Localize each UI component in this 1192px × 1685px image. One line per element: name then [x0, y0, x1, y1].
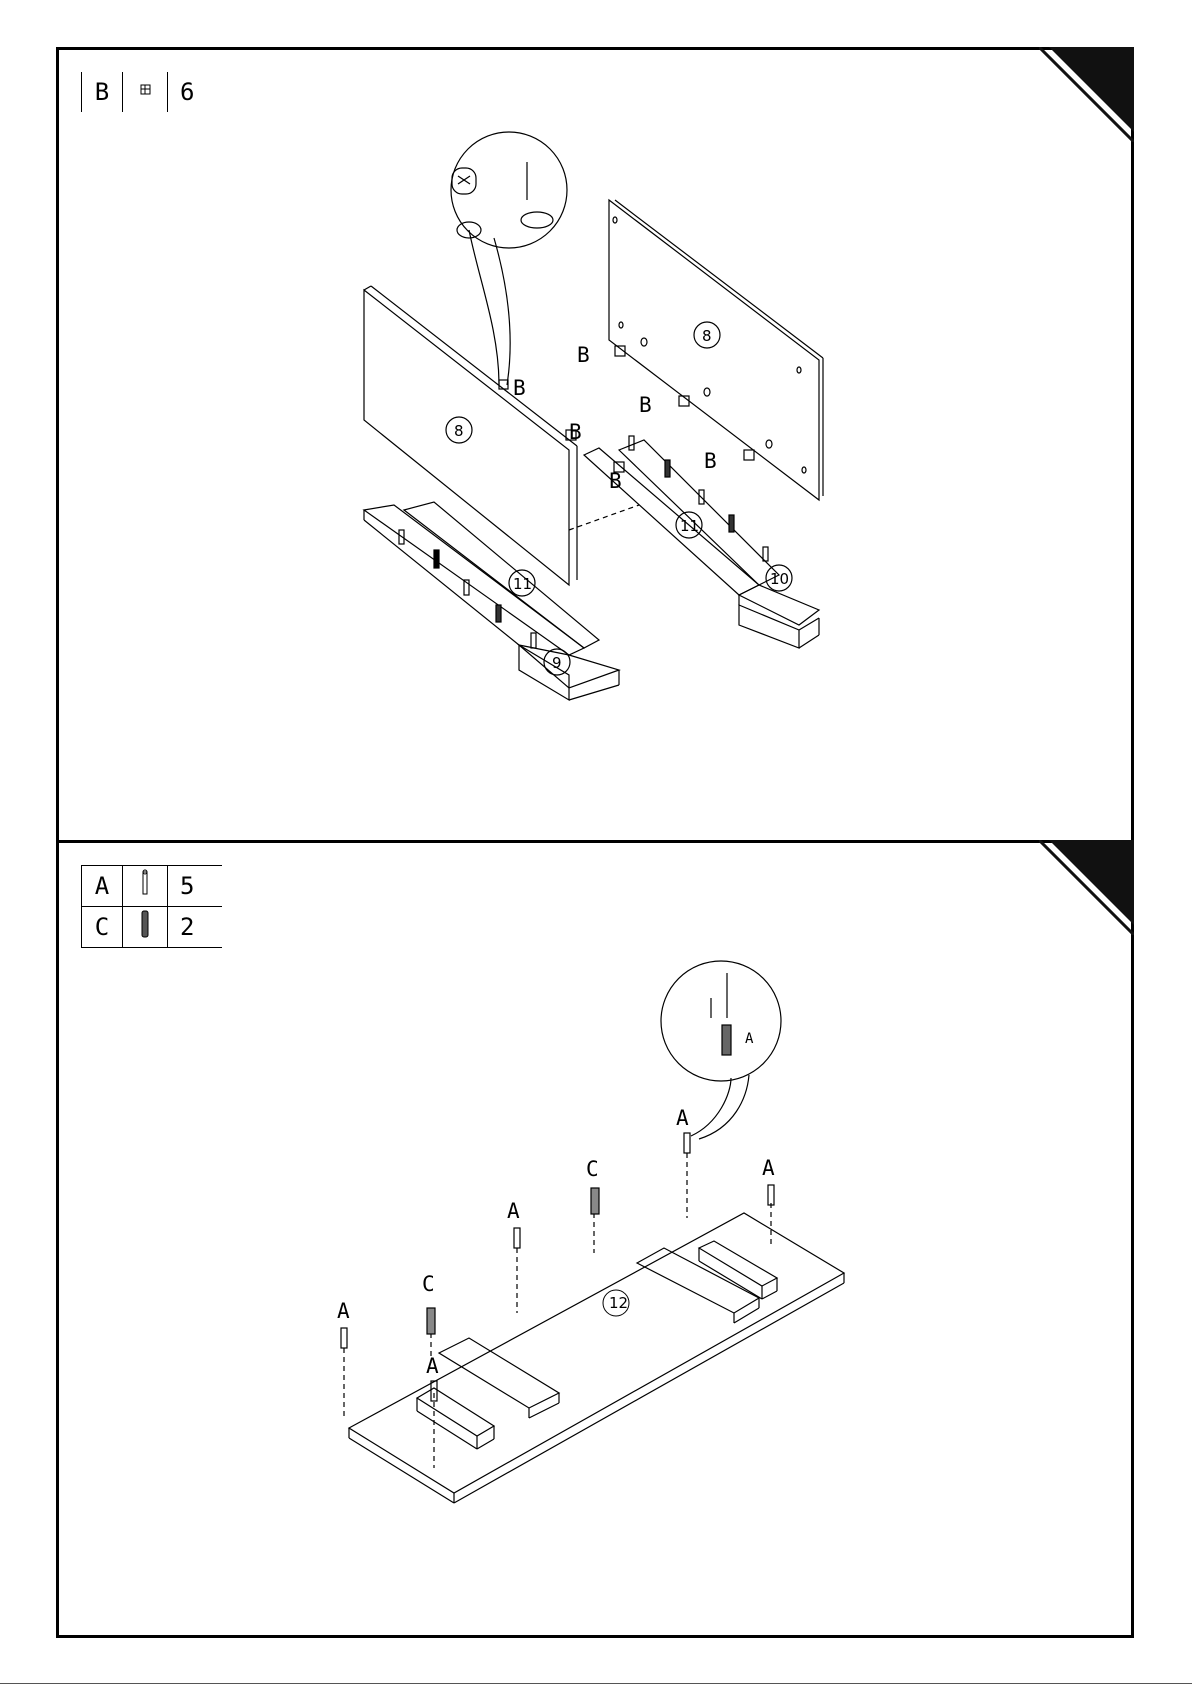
cam-label: B [609, 469, 622, 493]
bolt-label: A [676, 1106, 689, 1130]
panel-number: 8 [454, 422, 464, 440]
bolt-label: A [762, 1156, 775, 1180]
panel-number: 11 [680, 517, 699, 535]
page-bottom-rule [0, 1683, 1192, 1684]
bolt-label: A [745, 1031, 754, 1047]
cam-label: B [569, 420, 582, 444]
step-1-panel: B 6 [56, 47, 1134, 843]
cam-label: B [577, 343, 590, 367]
step-2-panel: A 5 C 2 [56, 840, 1134, 1638]
dowel-label: C [586, 1157, 599, 1181]
cam-label: B [704, 449, 717, 473]
step-1-illustration: 8 8 11 10 11 9 B B B B B B [59, 50, 1131, 840]
panel-number: 9 [552, 654, 562, 672]
step-2-illustration: 12 A A A A A A C C [59, 843, 1131, 1635]
cam-label: B [513, 376, 526, 400]
bolt-label: A [507, 1199, 520, 1223]
cam-label: B [639, 393, 652, 417]
side-panel-left [364, 290, 569, 585]
panel-number: 11 [513, 575, 532, 593]
panel-number: 10 [770, 570, 789, 588]
bolt-label: A [426, 1354, 439, 1378]
bottom-panel [349, 1213, 844, 1493]
dowel-label: C [422, 1272, 435, 1296]
panel-number: 12 [609, 1294, 628, 1312]
bolt-label: A [337, 1299, 350, 1323]
panel-number: 8 [702, 327, 712, 345]
